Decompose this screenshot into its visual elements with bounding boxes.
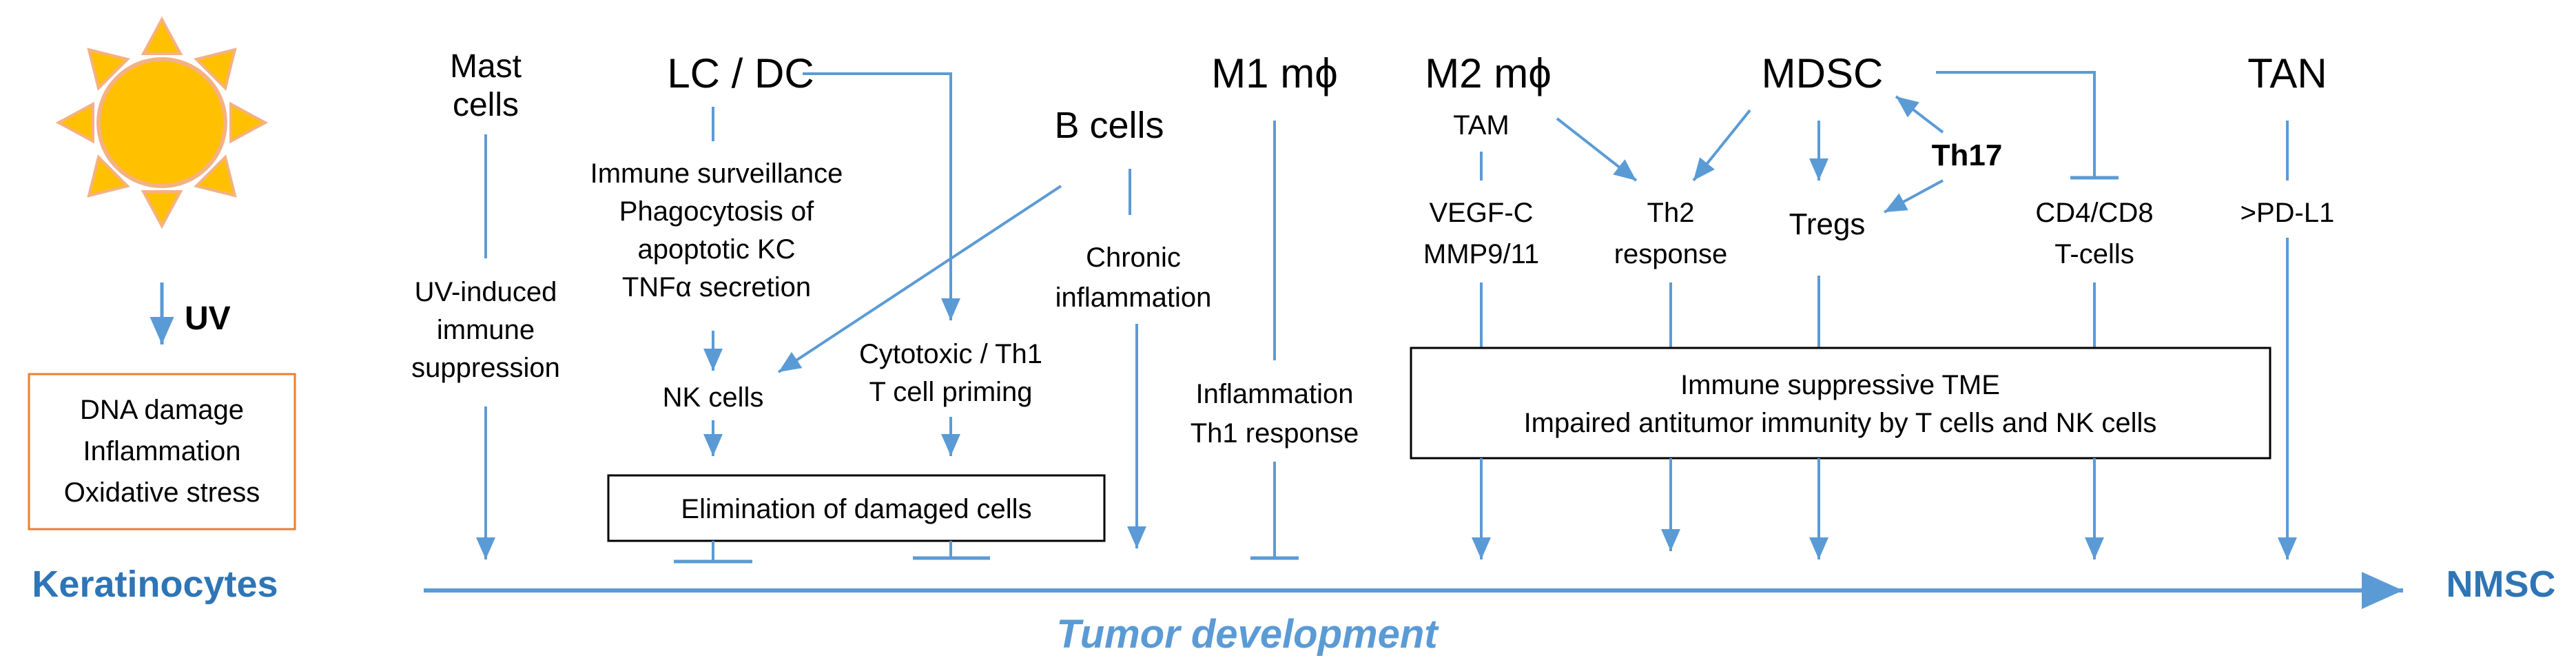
cytotoxic-label-2: T cell priming [869,377,1032,407]
uv-effects-box [28,373,296,531]
tregs-label: Tregs [1789,207,1866,241]
mast-desc-3: suppression [411,353,560,383]
bcells-desc-2: inflammation [1055,282,1212,313]
elimination-label: Elimination of damaged cells [681,494,1031,524]
cd-label-1: CD4/CD8 [2035,198,2153,228]
uv-label: UV [185,300,231,337]
tme-label-1: Immune suppressive TME [1680,370,2000,400]
m2-to-th2-arrow [1556,117,1638,182]
tme-box [1410,347,2271,460]
elimination-box [607,474,1106,542]
mast-cells-title-2: cells [453,87,519,123]
th2-label-2: response [1614,239,1728,269]
mast-cells-title-1: Mast [450,48,522,85]
th17-label: Th17 [1932,138,2003,172]
m1-desc-1: Inflammation [1196,379,1354,409]
tan-title: TAN [2247,50,2327,96]
lcdc-desc-3: apoptotic KC [637,234,795,265]
tan-desc: >PD-L1 [2240,198,2335,228]
bcells-desc-1: Chronic [1086,243,1181,273]
m2-macrophage-title: M2 mϕ [1425,50,1552,96]
m1-desc-2: Th1 response [1191,418,1359,449]
effect-inflammation: Inflammation [83,436,241,466]
effect-dna-damage: DNA damage [80,395,244,425]
mdsc-to-th2-arrow [1692,109,1751,182]
lcdc-desc-4: TNFα secretion [622,272,811,302]
mdsc-title: MDSC [1762,50,1884,96]
mdsc-inhibit-cd [1936,71,2096,178]
m1-macrophage-title: M1 mϕ [1211,50,1338,96]
cd-label-2: T-cells [2054,239,2134,269]
th17-to-mdsc-arrow [1895,95,1944,134]
mast-desc-2: immune [437,315,535,345]
effect-oxidative-stress: Oxidative stress [64,477,260,508]
mast-desc-1: UV-induced [415,277,557,307]
tumor-development-label: Tumor development [1056,612,1439,657]
m2-desc-2: MMP9/11 [1423,239,1539,269]
lcdc-desc-2: Phagocytosis of [619,196,814,227]
bcells-to-nk-arrow [777,185,1062,373]
nmsc-label: NMSC [2446,564,2556,605]
th2-label-1: Th2 [1647,198,1695,228]
th17-to-tregs-arrow [1884,179,1944,214]
sun-icon [55,16,269,229]
lc-dc-title: LC / DC [667,50,814,96]
tme-label-2: Impaired antitumor immunity by T cells a… [1524,408,2157,438]
m2-desc-1: VEGF-C [1429,198,1533,228]
tam-label: TAM [1453,110,1509,141]
lcdc-desc-1: Immune surveillance [590,158,843,189]
nk-cells-label: NK cells [663,382,764,413]
lcdc-to-cytotoxic-arrow [803,72,960,320]
keratinocytes-label: Keratinocytes [32,564,278,605]
b-cells-title: B cells [1054,105,1164,146]
cytotoxic-label-1: Cytotoxic / Th1 [859,339,1042,369]
